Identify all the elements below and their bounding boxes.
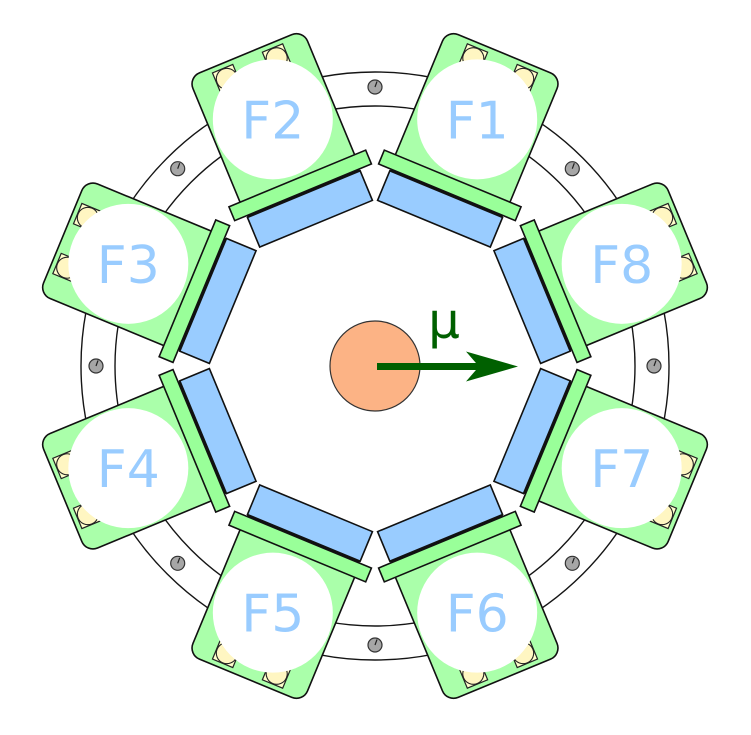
beam-label-mu: μ [428, 292, 460, 350]
ring-screw [170, 161, 186, 177]
module-label: F2 [241, 91, 304, 151]
module-label-disc [561, 203, 682, 324]
screw-slot [653, 360, 657, 367]
ring-screw [564, 555, 580, 571]
support-ring-outer-edge [80, 71, 670, 661]
module-label: F1 [446, 91, 509, 151]
scintillator-crystal [246, 483, 374, 563]
detector-module [191, 483, 374, 700]
screw-slot [177, 557, 181, 564]
ring-screw [646, 358, 662, 374]
light-guide-plate [377, 149, 523, 222]
ring-screws [88, 79, 662, 653]
scintillator-crystal [246, 169, 374, 249]
light-guide-plate [227, 149, 373, 222]
light-guide-plate [519, 218, 592, 364]
module-label: F6 [446, 585, 509, 645]
light-guide-plate [158, 368, 231, 514]
screw-slot [571, 162, 575, 169]
beam-arrow-head [466, 351, 518, 382]
support-ring-inner-edge [114, 105, 636, 627]
screw-slot [95, 360, 99, 367]
detector-module [492, 367, 709, 550]
ring-screw [367, 637, 383, 653]
scintillator-crystal [178, 237, 258, 365]
scintillator-crystal [376, 483, 504, 563]
light-guide-plate [377, 510, 523, 583]
detector-module [41, 367, 258, 550]
module-label-disc [417, 59, 538, 180]
scintillator-crystal [178, 367, 258, 495]
module-label: F4 [97, 440, 160, 500]
screw-slot [571, 557, 575, 564]
ring-screw [88, 358, 104, 374]
detector-modules [41, 32, 709, 700]
module-label: F8 [590, 236, 653, 296]
module-label-disc [212, 59, 333, 180]
beam-arrow [377, 351, 518, 382]
module-label-disc [68, 408, 189, 529]
module-label-disc [68, 203, 189, 324]
detector-module [191, 32, 374, 249]
module-label: F3 [97, 236, 160, 296]
detector-module [492, 182, 709, 365]
light-guide-plate [227, 510, 373, 583]
screw-slot [374, 639, 378, 646]
detector-module [376, 483, 559, 700]
ring-screw [170, 555, 186, 571]
module-label: F5 [241, 585, 304, 645]
light-guide-plate [158, 218, 231, 364]
screw-slot [177, 162, 181, 169]
ring-screw [564, 161, 580, 177]
light-guide-plate [519, 368, 592, 514]
module-label-disc [561, 408, 682, 529]
scintillator-crystal [376, 169, 504, 249]
screw-slot [374, 81, 378, 88]
module-label-disc [417, 552, 538, 673]
scintillator-crystal [492, 367, 572, 495]
detector-module [41, 182, 258, 365]
detector-module [376, 32, 559, 249]
module-label-disc [212, 552, 333, 673]
module-label: F7 [590, 440, 653, 500]
ring-screw [367, 79, 383, 95]
scintillator-crystal [492, 237, 572, 365]
